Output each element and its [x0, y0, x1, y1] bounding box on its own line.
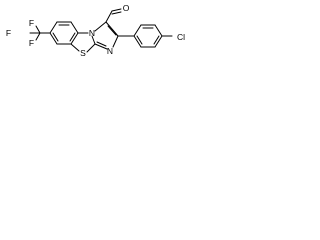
bond [70, 43, 80, 52]
double-bond-inner [107, 25, 117, 36]
benzo-ring [49, 21, 79, 45]
double-bond-inner [69, 32, 76, 42]
bond [94, 21, 107, 32]
sulfur-label: S [80, 48, 86, 58]
aldehyde-group [105, 8, 122, 23]
bond [133, 35, 142, 48]
chemical-structure: F F F [6, 3, 185, 58]
fluorine-top-label: F [29, 18, 34, 28]
bond [111, 8, 122, 12]
bond [133, 24, 142, 37]
bond [105, 21, 119, 37]
bond-c-f-top [35, 25, 41, 34]
bond-c-f-bottom [35, 32, 41, 41]
trifluoromethyl-group: F F F [6, 18, 51, 48]
bond [154, 35, 163, 48]
bond [49, 21, 58, 34]
bond [112, 35, 119, 48]
double-bond-inner [136, 35, 143, 45]
bond [94, 43, 108, 50]
oxygen-label: O [123, 3, 130, 13]
chlorine-label: Cl [177, 32, 185, 42]
imidazole-ring [94, 21, 119, 50]
double-bond-inner [111, 11, 122, 15]
double-bond-inner [96, 41, 107, 47]
chlorophenyl-ring [117, 24, 173, 48]
bond [70, 21, 79, 34]
nitrogen-bridge-label: N [89, 28, 95, 38]
thiazole-ring [70, 32, 96, 53]
bond [86, 43, 96, 53]
bond [70, 32, 79, 45]
nitrogen-lower-label: N [107, 46, 113, 56]
bond [154, 24, 163, 37]
double-bond-inner [153, 35, 160, 45]
fluorine-left-label: F [6, 28, 11, 38]
bond [49, 32, 58, 45]
double-bond-inner [52, 32, 59, 42]
fluorine-bottom-label: F [29, 38, 34, 48]
bond [105, 10, 113, 23]
bond [91, 35, 96, 45]
